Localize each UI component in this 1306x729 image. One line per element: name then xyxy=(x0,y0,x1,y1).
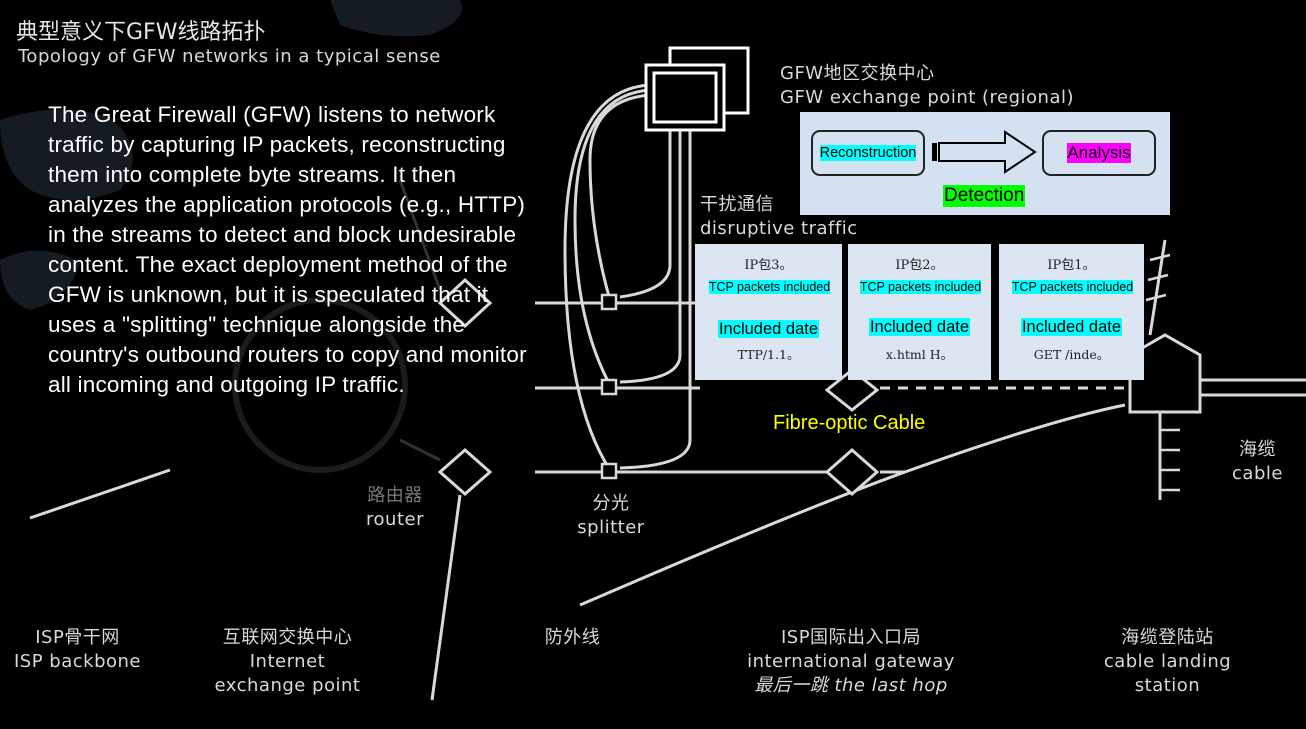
packet-included-label: Included date xyxy=(868,318,971,336)
split-curve-3 xyxy=(563,83,651,471)
split-curve-1 xyxy=(588,93,651,301)
isp-line xyxy=(29,468,171,520)
splitter-label: 分光 splitter xyxy=(565,492,657,540)
packet-title: IP包1。 xyxy=(1047,258,1096,273)
process-arrow-icon xyxy=(932,130,1037,174)
sea-cable-label-cn: 海缆 xyxy=(1239,439,1276,460)
background-ring xyxy=(232,297,408,473)
landing-en-2: station xyxy=(1134,675,1201,696)
packet-code: GET /inde。 xyxy=(1033,347,1110,362)
gateway-diamond-1 xyxy=(824,448,880,496)
description-text: The Great Firewall (GFW) listens to netw… xyxy=(48,102,527,397)
reconstruction-box: Reconstruction xyxy=(811,130,925,176)
disruptive-label: 干扰通信 disruptive traffic xyxy=(700,193,858,241)
packet-title: IP包2。 xyxy=(895,258,944,273)
exchange-label-cn: GFW地区交换中心 xyxy=(780,63,935,84)
router-label-en: router xyxy=(366,509,424,530)
gateway-en: international gateway xyxy=(747,651,955,672)
splitter-label-en: splitter xyxy=(577,517,645,538)
sea-cable-label: 海缆 cable xyxy=(1220,438,1295,486)
detection-label: Detection xyxy=(943,185,1026,207)
landing-fence-top xyxy=(1148,239,1167,336)
return-curve-1 xyxy=(619,120,672,299)
gateway-label: ISP国际出入口局 international gateway 最后一跳 the… xyxy=(720,626,982,698)
ixp-en-1: Internet xyxy=(249,651,326,672)
return-curve-2 xyxy=(619,120,682,384)
defense-line-cn: 防外线 xyxy=(544,627,601,648)
reconstruction-label: Reconstruction xyxy=(819,145,917,161)
landing-ticks xyxy=(1145,253,1180,492)
packet-title: IP包3。 xyxy=(744,258,793,273)
disruptive-label-en: disruptive traffic xyxy=(700,218,858,239)
splitter-node-2 xyxy=(600,378,618,396)
isp-backbone-cn: ISP骨干网 xyxy=(35,627,120,648)
router-label: 路由器 router xyxy=(350,484,440,532)
splitter-node-1 xyxy=(600,293,618,311)
packet-panel-3: IP包3。 TCP packets included Included date… xyxy=(695,244,842,380)
router-diamond-1 xyxy=(437,277,493,329)
analysis-label: Analysis xyxy=(1067,143,1131,163)
router-diamond-2 xyxy=(437,448,493,496)
landing-cn: 海缆登陆站 xyxy=(1121,627,1214,648)
title-en: Topology of GFW networks in a typical se… xyxy=(18,46,441,67)
defense-line-label: 防外线 xyxy=(525,626,620,650)
isp-backbone-label: ISP骨干网 ISP backbone xyxy=(0,626,155,674)
exchange-label: GFW地区交换中心 GFW exchange point (regional) xyxy=(780,62,1074,110)
last-hop-label: 最后一跳 the last hop xyxy=(754,675,948,696)
splitter-node-3 xyxy=(600,462,618,480)
gateway-cn: ISP国际出入口局 xyxy=(780,627,922,648)
gfw-process-panel: Reconstruction Analysis Detection xyxy=(800,112,1170,215)
landing-en-1: cable landing xyxy=(1103,651,1232,672)
splitter-nodes xyxy=(600,293,618,480)
packet-code: TTP/1.1。 xyxy=(737,347,800,362)
ixp-label: 互联网交换中心 Internet exchange point xyxy=(195,626,380,698)
analysis-box: Analysis xyxy=(1042,130,1156,176)
sea-cable-label-en: cable xyxy=(1232,463,1283,484)
return-curve-3 xyxy=(619,120,692,470)
title-cn: 典型意义下GFW线路拓扑 xyxy=(16,20,266,45)
background-map xyxy=(0,0,462,310)
faint-line-2 xyxy=(399,438,441,462)
splitter-label-cn: 分光 xyxy=(592,493,630,514)
packet-tcp-label: TCP packets included xyxy=(1011,280,1134,294)
packet-included-label: Included date xyxy=(717,320,820,338)
isp-backbone-en: ISP backbone xyxy=(13,651,141,672)
packet-panel-2: IP包2。 TCP packets included Included date… xyxy=(848,244,991,380)
faint-line-1 xyxy=(398,179,442,291)
split-curve-2 xyxy=(573,88,651,386)
ixp-line xyxy=(430,494,462,701)
router-diamonds xyxy=(437,277,880,496)
ixp-cn: 互联网交换中心 xyxy=(222,627,353,648)
gateway-diamond-2 xyxy=(824,368,880,412)
packet-tcp-label: TCP packets included xyxy=(859,280,982,294)
packet-tcp-label: TCP packets included xyxy=(708,280,831,294)
packet-code: x.html H。 xyxy=(885,347,954,362)
ixp-en-2: exchange point xyxy=(214,675,361,696)
exchange-server-icon xyxy=(644,46,750,132)
packet-panel-1: IP包1。 TCP packets included Included date… xyxy=(999,244,1144,380)
fibre-optic-label: Fibre-optic Cable xyxy=(773,412,926,434)
exchange-label-en: GFW exchange point (regional) xyxy=(780,87,1075,108)
disruptive-label-cn: 干扰通信 xyxy=(700,194,774,215)
network-lines xyxy=(29,83,1306,701)
fibre-line xyxy=(579,403,1126,607)
landing-station-label: 海缆登陆站 cable landing station xyxy=(1080,626,1255,698)
packet-included-label: Included date xyxy=(1020,318,1123,336)
router-label-cn: 路由器 xyxy=(367,485,423,506)
